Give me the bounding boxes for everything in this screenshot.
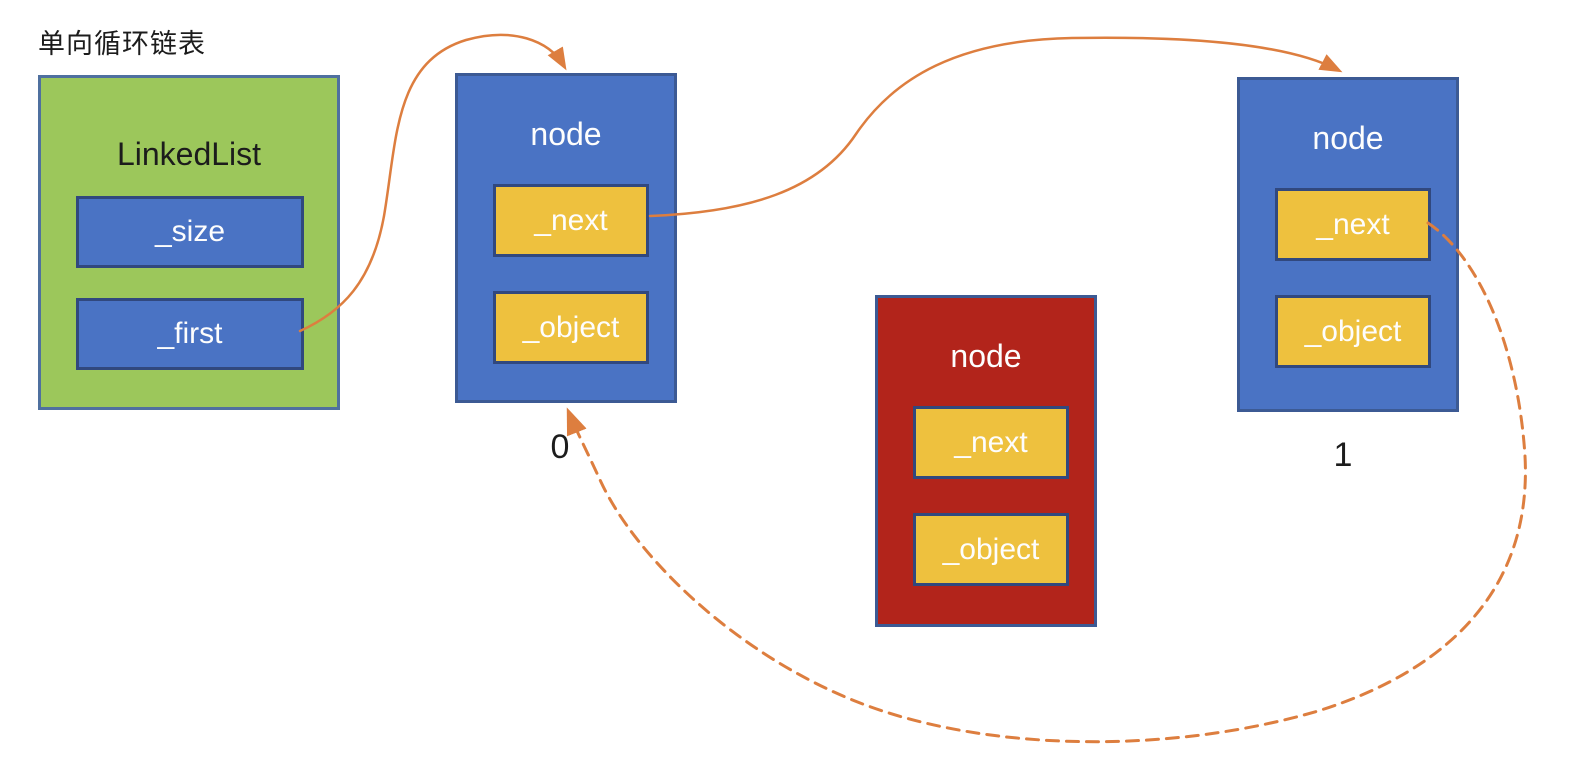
node-0-index-label: 0 <box>550 428 570 466</box>
node-1-field-next: _next <box>1275 188 1431 261</box>
linkedlist-title: LinkedList <box>116 136 262 172</box>
linkedlist-box: LinkedList _size _first <box>38 75 340 410</box>
node-new-field-object: _object <box>913 513 1069 586</box>
node-0-title: node <box>530 116 602 152</box>
node-0-field-object: _object <box>493 291 649 364</box>
node-1-title: node <box>1312 120 1384 156</box>
node-new-title: node <box>950 338 1022 374</box>
node-new-field-next: _next <box>913 406 1069 479</box>
linkedlist-field-first: _first <box>76 298 304 370</box>
linkedlist-field-size: _size <box>76 196 304 268</box>
node-1-box: node _next _object <box>1237 77 1459 412</box>
node-new-box: node _next _object <box>875 295 1097 627</box>
node-0-field-next: _next <box>493 184 649 257</box>
arrow-node0-next-to-node1 <box>648 36 1343 218</box>
diagram-title: 单向循环链表 <box>38 29 206 59</box>
node-1-index-label: 1 <box>1333 436 1353 474</box>
node-1-field-object: _object <box>1275 295 1431 368</box>
node-0-box: node _next _object <box>455 73 677 403</box>
